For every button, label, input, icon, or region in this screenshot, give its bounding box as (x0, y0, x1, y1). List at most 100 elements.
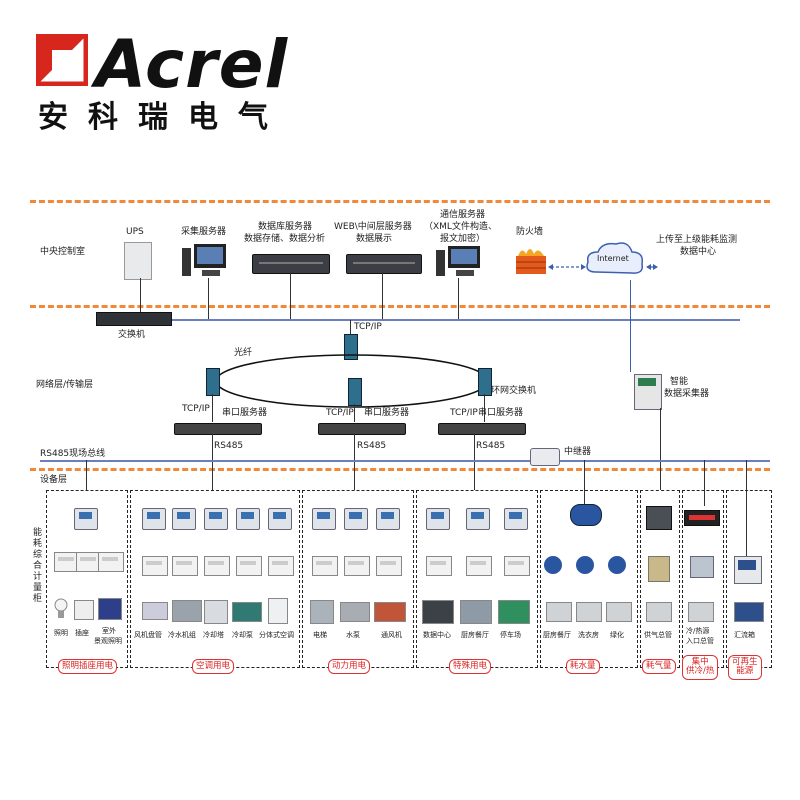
category-lighting-socket: 照明插座用电 (58, 659, 118, 675)
upload-label-1: 上传至上级能耗监测 (656, 235, 738, 245)
power-meter (376, 508, 400, 530)
din-module (504, 556, 530, 576)
serial-server-icon-2 (318, 423, 406, 435)
device-label-water-pump: 水泵 (346, 631, 360, 639)
category-renewable: 可再生 能源 (728, 655, 762, 680)
web-server-label-1: WEB\中间层服务器 (334, 222, 412, 232)
firewall-internet-arrow (548, 256, 586, 270)
layer-meter-cabinet: 能耗综合计量柜 (33, 528, 43, 604)
db-server-icon (252, 254, 330, 274)
chiller-photo (172, 600, 202, 622)
solar-panel-photo (734, 602, 764, 622)
device-label-laundry: 洗衣房 (578, 631, 599, 639)
brand-name-cn: 安科瑞电气 (38, 100, 288, 135)
ring-switch-mid-icon (348, 378, 362, 406)
power-meter (312, 508, 336, 530)
rs485-label-2: RS485 (357, 441, 387, 451)
device-label-cooling-tower: 冷却塔 (203, 631, 224, 639)
device-label-greening: 绿化 (610, 631, 624, 639)
din-module (172, 556, 198, 576)
category-central-line-2: 供冷/热 (686, 666, 715, 677)
pipe-photo (606, 602, 632, 622)
water-meter-icon (608, 556, 626, 574)
ring-switch-right-icon (478, 368, 492, 396)
gas-flow-meter-icon (648, 556, 670, 582)
device-label-chiller: 冷水机组 (168, 631, 196, 639)
ring-switch-top-icon (344, 334, 358, 360)
power-meter (236, 508, 260, 530)
device-label-outdoor-1: 室外 (102, 627, 116, 635)
smart-collector-label-2: 数据采集器 (664, 389, 710, 399)
power-meter (142, 508, 166, 530)
device-label-gas-main: 供气总管 (644, 631, 672, 639)
internet-upload-arrow (646, 256, 658, 270)
category-water: 耗水量 (566, 659, 600, 675)
drop-lighting (86, 460, 87, 490)
category-central: 集中 供冷/热 (682, 655, 719, 680)
power-meter (344, 508, 368, 530)
link-serial-1 (212, 394, 213, 422)
din-module (426, 556, 452, 576)
comm-server-label-3: 报文加密） (440, 234, 486, 244)
layer-network: 网络层/传输层 (36, 380, 94, 390)
internet-label: Internet (597, 254, 629, 263)
device-label-cooling-pump: 冷却泵 (232, 631, 253, 639)
gas-meter-icon (646, 506, 672, 530)
rs485-label-1: RS485 (214, 441, 244, 451)
serial-server-icon-1 (174, 423, 262, 435)
water-meter-icon (544, 556, 562, 574)
category-central-line-1: 集中 (691, 657, 709, 667)
device-label-hot-cold-2: 入口总管 (686, 637, 714, 645)
repeater-label: 中继器 (564, 447, 592, 457)
category-special: 特殊用电 (449, 659, 492, 675)
device-label-vent-fan: 通风机 (381, 631, 402, 639)
layer-device: 设备层 (40, 475, 68, 485)
smart-collector-icon (634, 374, 662, 410)
kitchen-photo (460, 600, 492, 624)
din-module (312, 556, 338, 576)
din-module (268, 556, 294, 576)
drop-central (704, 460, 705, 506)
pipe-photo (646, 602, 672, 622)
comm-server-label-1: 通信服务器 (440, 210, 486, 220)
link-serial-3 (484, 394, 485, 422)
link-serial-2 (354, 404, 355, 422)
socket-photo (74, 600, 94, 620)
collect-server-label: 采集服务器 (181, 227, 227, 237)
vent-fan-photo (374, 602, 406, 622)
din-module (98, 552, 124, 572)
din-module (236, 556, 262, 576)
layer-control-room: 中央控制室 (40, 247, 86, 257)
power-meter (74, 508, 98, 530)
fiber-label: 光纤 (234, 348, 253, 358)
link-rs485-1 (212, 434, 213, 490)
data-center-photo (422, 600, 454, 624)
device-label-combiner: 汇流箱 (734, 631, 755, 639)
firewall-label: 防火墙 (516, 227, 544, 237)
rs485-bus (40, 460, 770, 462)
link-web (382, 272, 383, 320)
serial-server-icon-3 (438, 423, 526, 435)
pv-meter-icon (734, 556, 762, 584)
internet-cloud-icon (584, 240, 646, 280)
din-module (204, 556, 230, 576)
ups-label: UPS (126, 227, 144, 237)
drop-water (584, 460, 585, 506)
link-comm (458, 278, 459, 320)
link-rs485-3 (474, 434, 475, 490)
brand-name: Acrel (95, 26, 289, 103)
din-module (344, 556, 370, 576)
tcpip-label-2: TCP/IP (326, 408, 354, 418)
link-collector-bus (660, 408, 661, 490)
power-meter (268, 508, 292, 530)
landscape-light-photo (98, 598, 122, 620)
device-label-outdoor-2: 景观照明 (94, 637, 122, 645)
power-meter (204, 508, 228, 530)
water-meter-icon (576, 556, 594, 574)
workstation-icon (182, 244, 228, 278)
link-ups (140, 278, 141, 320)
light-bulb-icon (54, 598, 68, 620)
parking-photo (498, 600, 530, 624)
link-rs485-2 (354, 434, 355, 490)
serial-server-label-3: 串口服务器 (478, 408, 524, 418)
